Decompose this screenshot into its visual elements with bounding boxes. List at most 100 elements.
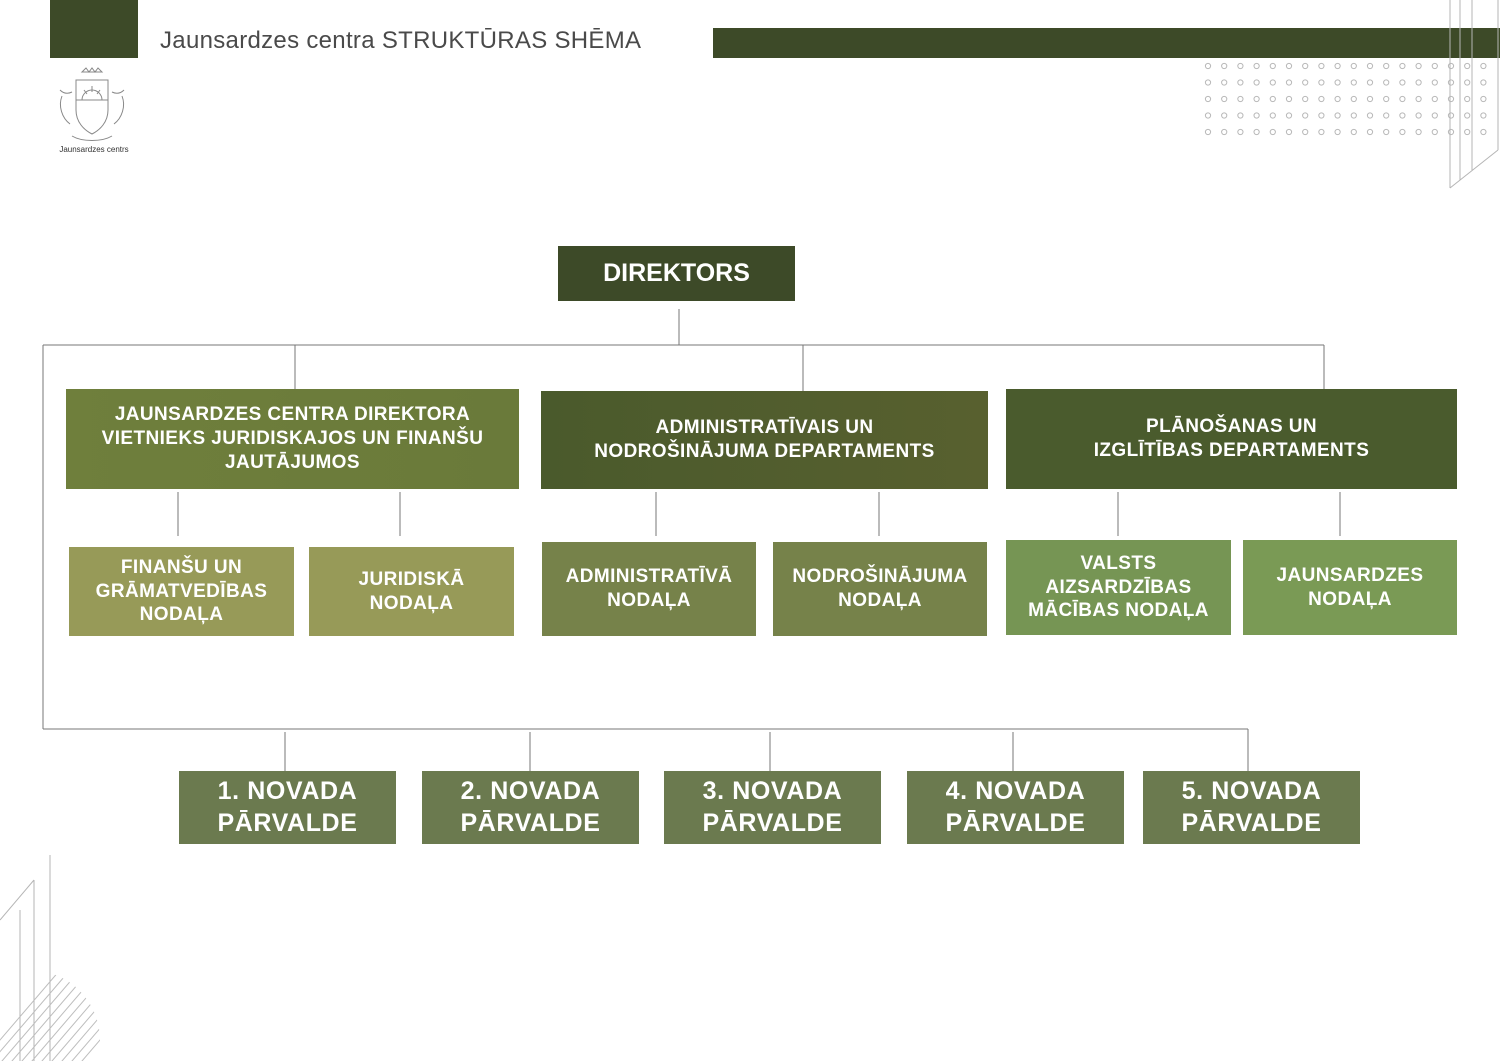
department-administrative: ADMINISTRATĪVAIS UN NODROŠINĀJUMA DEPART… [541,391,988,489]
region-label-line: PĀRVALDE [1181,808,1322,837]
decorative-dot [1415,112,1422,119]
decorative-dot [1253,62,1260,70]
decorative-dot [1399,112,1406,119]
unit-label-line: NODAĻA [369,592,454,614]
coat-of-arms-icon [59,67,125,141]
decorative-dot [1334,79,1341,86]
decorative-dot [1302,79,1309,86]
region-board-4: 4. NOVADA PĀRVALDE [907,771,1124,844]
decorative-dot [1253,112,1260,119]
region-label-line: PĀRVALDE [460,808,601,837]
decorative-dot [1204,112,1212,119]
decorative-dot [1269,128,1276,136]
page-title: Jaunsardzes centra STRUKTŪRAS SHĒMA [160,27,642,54]
decorative-dot [1237,112,1244,119]
unit-provision: NODROŠINĀJUMA NODAĻA [773,542,987,636]
decorative-dot [1237,128,1244,136]
decorative-dot [1237,79,1244,86]
director-label: DIREKTORS [603,258,750,287]
decorative-dot [1204,128,1212,136]
decorative-dot [1447,79,1455,86]
decorative-dot [1334,95,1341,103]
decorative-dot [1253,95,1260,103]
decorative-dot [1221,128,1228,136]
region-board-3: 3. NOVADA PĀRVALDE [664,771,881,844]
decorative-dot [1334,128,1341,136]
decorative-dot [1480,79,1487,86]
department-label-line: ADMINISTRATĪVAIS UN [655,417,874,439]
decorative-dot [1204,95,1212,103]
unit-label-line: NODAĻA [607,590,691,611]
decorative-dot [1383,79,1390,86]
decorative-dot [1269,112,1276,119]
unit-label-line: VALSTS [1080,552,1157,574]
unit-defence-training: VALSTS AIZSARDZĪBAS MĀCĪBAS NODAĻA [1006,540,1231,635]
unit-label-line: NODAĻA [838,590,922,611]
decorative-dot [1221,112,1228,119]
unit-label-line: GRĀMATVEDĪBAS [95,580,268,602]
department-label-line: IZGLĪTĪBAS DEPARTAMENTS [1093,440,1370,461]
decorative-dot [1383,62,1390,70]
region-label-line: PĀRVALDE [945,808,1086,837]
decorative-dot [1302,62,1309,70]
decorative-dot [1350,79,1357,86]
decorative-dot [1302,95,1309,103]
decorative-dot [1366,79,1374,86]
unit-label-line: NODAĻA [1308,588,1392,610]
department-label-line: JAUTĀJUMOS [225,451,360,473]
unit-label-line: FINANŠU UN [120,556,243,578]
decorative-dot [1447,128,1455,136]
decorative-dot [1350,128,1357,136]
decorative-dot [1415,128,1422,136]
decorative-dot [1431,79,1438,86]
decorative-dot [1399,128,1406,136]
decorative-dot [1366,128,1374,136]
header-block-left [50,0,138,58]
unit-label-line: ADMINISTRATĪVĀ [565,566,733,588]
unit-administrative: ADMINISTRATĪVĀ NODAĻA [542,542,756,636]
region-label-line: 3. NOVADA [702,777,843,806]
decorative-dot [1253,79,1260,86]
decorative-dot [1447,62,1455,70]
unit-label-line: NODROŠINĀJUMA [792,566,968,588]
department-deputy-director: JAUNSARDZES CENTRA DIREKTORA VIETNIEKS J… [66,389,519,489]
decorative-dot [1237,62,1244,70]
region-label-line: 2. NOVADA [460,777,601,806]
decorative-dot [1221,95,1228,103]
decorative-dot [1285,79,1293,86]
region-label-line: 5. NOVADA [1181,777,1322,806]
decorative-dot [1415,95,1422,103]
region-label-line: 4. NOVADA [945,777,1086,806]
decorative-dot [1464,112,1471,119]
decorative-dot [1350,112,1357,119]
decorative-dot [1269,79,1276,86]
decorative-dot [1447,95,1455,103]
unit-label-line: AIZSARDZĪBAS [1045,576,1192,598]
decorative-dot [1480,112,1487,119]
decorative-dot [1302,112,1309,119]
director-box: DIREKTORS [558,246,795,301]
decorative-dot [1221,62,1228,70]
department-label-line: JAUNSARDZES CENTRA DIREKTORA [114,404,471,426]
region-board-5: 5. NOVADA PĀRVALDE [1143,771,1360,844]
decorative-dot [1285,128,1293,136]
decorative-dot [1431,112,1438,119]
decorative-dot [1464,62,1471,70]
decorative-dot [1269,62,1276,70]
decorative-dot [1350,95,1357,103]
unit-label-line: JAUNSARDZES [1276,564,1424,586]
decorative-dot [1334,62,1341,70]
region-label-line: PĀRVALDE [702,808,843,837]
decorative-dot [1383,95,1390,103]
decorative-dot [1399,95,1406,103]
region-board-1: 1. NOVADA PĀRVALDE [179,771,396,844]
department-label-line: PLĀNOŠANAS UN [1146,416,1317,438]
decorative-dot [1302,128,1309,136]
decorative-dot [1318,62,1325,70]
decorative-dot [1285,95,1293,103]
decorative-dot [1399,79,1406,86]
unit-label-line: JURIDISKĀ [358,568,465,590]
decorative-dot [1318,128,1325,136]
decorative-dot [1269,95,1276,103]
